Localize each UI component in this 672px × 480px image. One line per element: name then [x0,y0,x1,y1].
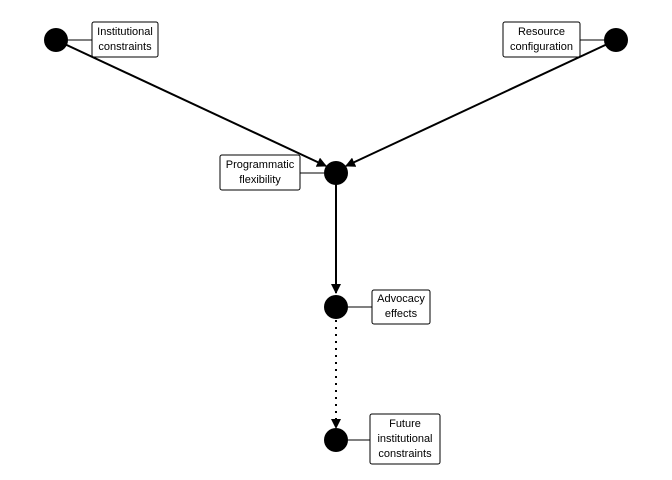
node-dot [604,28,628,52]
label-line: Resource [518,26,565,38]
edge-resource-to-programmatic [345,39,617,167]
label-line: institutional [377,433,432,445]
node-future-institutional-constraints: Future institutional constraints [324,413,441,465]
node-programmatic-flexibility: Programmatic flexibility [219,154,348,191]
node-institutional-constraints: Institutional constraints [44,21,159,58]
node-dot [324,428,348,452]
node-resource-configuration: Resource configuration [502,21,628,58]
node-label: Future institutional constraints [369,413,441,465]
label-box [91,21,159,58]
label-line: Future [389,418,421,430]
node-label: Programmatic flexibility [219,154,301,191]
label-box [371,289,431,325]
node-label: Resource configuration [502,21,581,58]
node-dot [44,28,68,52]
node-advocacy-effects: Advocacy effects [324,289,431,325]
label-line: Institutional [97,26,153,38]
node-label: Institutional constraints [91,21,159,58]
label-line: constraints [378,448,432,460]
label-line: effects [385,308,418,320]
node-dot [324,161,348,185]
label-box [502,21,581,58]
edges [55,39,617,429]
label-box [369,413,441,465]
node-dot [324,295,348,319]
edge-institutional-to-programmatic [55,39,327,167]
label-line: configuration [510,41,573,53]
label-line: constraints [98,41,152,53]
label-line: flexibility [239,174,281,186]
label-box [219,154,301,191]
label-line: Programmatic [226,159,295,171]
node-label: Advocacy effects [371,289,431,325]
label-line: Advocacy [377,293,425,305]
